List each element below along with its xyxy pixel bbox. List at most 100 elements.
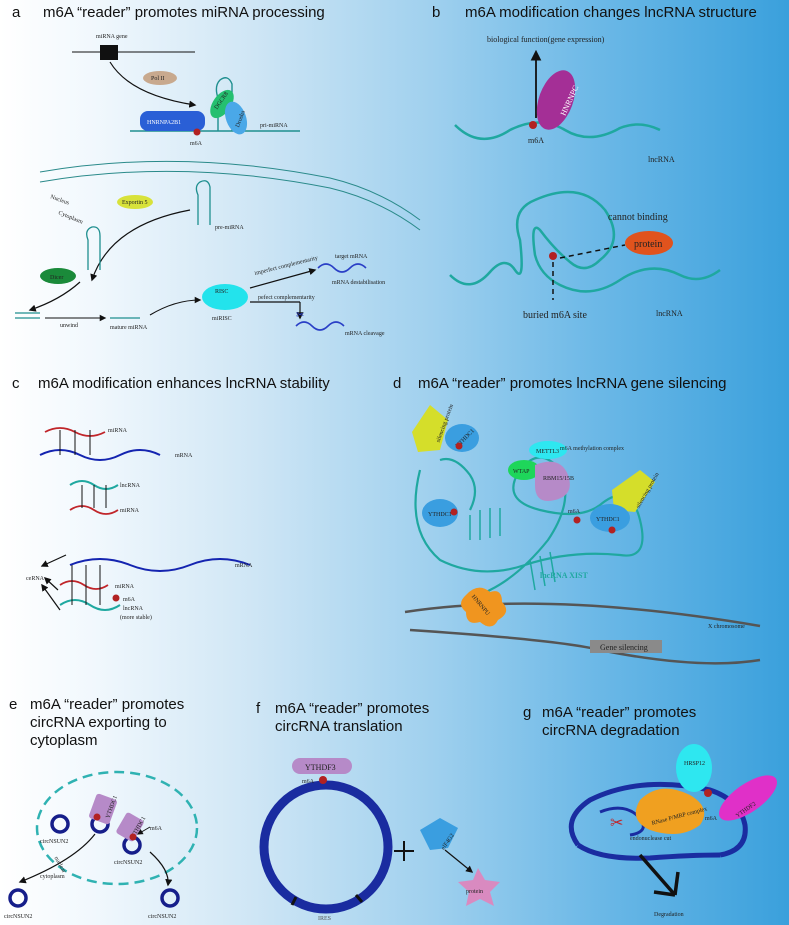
risc-arrow — [149, 296, 202, 316]
mirna-gene-box — [100, 45, 118, 60]
mirisc-label: miRISC — [212, 316, 232, 322]
panel-a-letter: a — [12, 4, 21, 21]
ires-marker-right — [354, 894, 364, 903]
panel-b-letter: b — [432, 4, 440, 21]
drosha-shape — [224, 101, 248, 135]
pre-mirna-hairpin — [195, 180, 211, 225]
ythdf3-label: YTHDF3 — [305, 763, 336, 772]
hrsp12-label: HRSP12 — [684, 761, 705, 767]
dicer-label: Dicer — [50, 275, 63, 281]
mirna-label-c2: miRNA — [120, 508, 140, 514]
panel-f: f m6A “reader” promotes circRNA translat… — [256, 700, 500, 922]
gene-silencing-box — [590, 640, 662, 653]
m6a-pointer-e — [136, 826, 151, 835]
x-chromosome-lower — [409, 628, 761, 665]
export-arrow — [90, 209, 191, 282]
hrsp12-shape — [676, 744, 712, 792]
xist-strand — [414, 456, 644, 626]
wtap-shape — [508, 460, 540, 480]
m6a-dot-b — [529, 121, 537, 129]
m6a-label-g: m6A — [705, 816, 718, 822]
panel-d-title: m6A “reader” promotes lncRNA gene silenc… — [418, 375, 726, 392]
m6a-dot-d2 — [608, 526, 616, 534]
transcription-arrow — [109, 61, 197, 108]
pre-mirna-label: pre-miRNA — [215, 225, 244, 231]
m6a-dot-e1 — [93, 813, 101, 821]
pol2-label: Pol II — [151, 76, 165, 82]
degradation-label: Degradation — [654, 912, 684, 918]
ythdc1-3-shape — [422, 499, 458, 527]
lncrna-top-label: lncRNA — [648, 155, 675, 164]
cleaved-mrna-wave — [295, 321, 345, 331]
more-stable-label: (more stable) — [120, 614, 152, 621]
panel-g-title-2: circRNA degradation — [542, 722, 680, 739]
target-mrna-wave — [317, 263, 367, 273]
degradation-arrow-shaft — [638, 853, 677, 897]
circrna-ring — [259, 780, 393, 914]
protein-shape-f — [458, 868, 500, 906]
hnrnpc-shape — [536, 70, 576, 130]
panel-g: g m6A “reader” promotes circRNA degradat… — [523, 704, 777, 918]
membrane-inner — [39, 170, 421, 231]
cyto-pre-mirna — [86, 226, 101, 270]
drosha-label: Drosha — [235, 110, 247, 129]
panel-c: c m6A modification enhances lncRNA stabi… — [12, 375, 330, 621]
silencing-protein-1-shape — [412, 405, 448, 452]
nucleus-label: Nucleus — [49, 194, 70, 207]
nuclear-label: nuclear — [53, 856, 67, 874]
membrane-outer — [39, 160, 421, 221]
bio-function-label: biological function(gene expression) — [487, 35, 605, 44]
dicer-arrow — [28, 281, 81, 312]
mrna-wave-c1 — [39, 449, 161, 461]
panel-g-letter: g — [523, 704, 531, 721]
panel-f-title-1: m6A “reader” promotes — [275, 700, 429, 717]
methylation-complex-label: m6A methylation complex — [560, 446, 624, 452]
endonuclease-label: endonuclease cut — [630, 836, 671, 842]
buried-label: buried m6A site — [523, 310, 587, 321]
ythdc1-2-shape — [590, 504, 630, 532]
risc-label: RISC — [215, 289, 228, 295]
xist-bond-6 — [539, 555, 546, 587]
m6a-label-a: m6A — [190, 141, 203, 147]
protein-label-f: protein — [466, 889, 483, 895]
mirna-label-c3: miRNA — [115, 584, 135, 590]
mature-mirna-label: mature miRNA — [110, 325, 148, 331]
circnsun2-4-label: circNSUN2 — [148, 914, 176, 920]
target-mrna-label: target mRNA — [335, 254, 368, 260]
m6a-dot-d4 — [450, 508, 458, 516]
panel-a: a m6A “reader” promotes miRNA processing… — [12, 4, 421, 337]
panel-e-title-3: cytoplasm — [30, 732, 98, 749]
circrna-ring-g-lower — [576, 842, 721, 861]
hnrnpa2b1-label: HNRNPA2B1 — [147, 120, 181, 126]
circnsun2-5 — [160, 888, 180, 908]
m6a-label-b: m6A — [528, 136, 544, 145]
lncrna-wave-c2 — [59, 599, 121, 611]
mirisc-shape — [202, 284, 248, 310]
rbm15-shape — [535, 461, 570, 501]
export-arrow-e1 — [18, 833, 96, 884]
protein-label-b: protein — [634, 239, 662, 250]
mettl3-label: METTL3 — [536, 449, 559, 455]
panel-f-letter: f — [256, 700, 261, 717]
mettl3-shape — [529, 441, 567, 459]
panel-d: d m6A “reader” promotes lncRNA gene sile… — [393, 375, 761, 665]
panel-d-letter: d — [393, 375, 401, 392]
circnsun2-1 — [50, 814, 70, 834]
panel-f-title-2: circRNA translation — [275, 718, 403, 735]
mrna-label-c1: mRNA — [175, 453, 193, 459]
cerna-label: ceRNA — [26, 576, 45, 582]
protein-shape-b — [625, 231, 673, 255]
m6a-dot-c — [112, 594, 120, 602]
x-chromosome-upper — [404, 602, 761, 628]
x-chromosome-label: X chromosome — [708, 624, 745, 630]
cannot-binding-label: cannot binding — [608, 212, 668, 223]
mirna-wave-c2 — [69, 505, 119, 515]
perfect-label: pefect complementarity — [258, 294, 315, 301]
cleavage-label: mRNA cleavage — [345, 331, 385, 337]
eif4g2-shape — [420, 818, 458, 850]
m6a-label-d: m6A — [568, 509, 581, 515]
destabilisation-label: mRNA destabilisation — [332, 280, 385, 286]
xist-bond-5 — [529, 559, 536, 591]
